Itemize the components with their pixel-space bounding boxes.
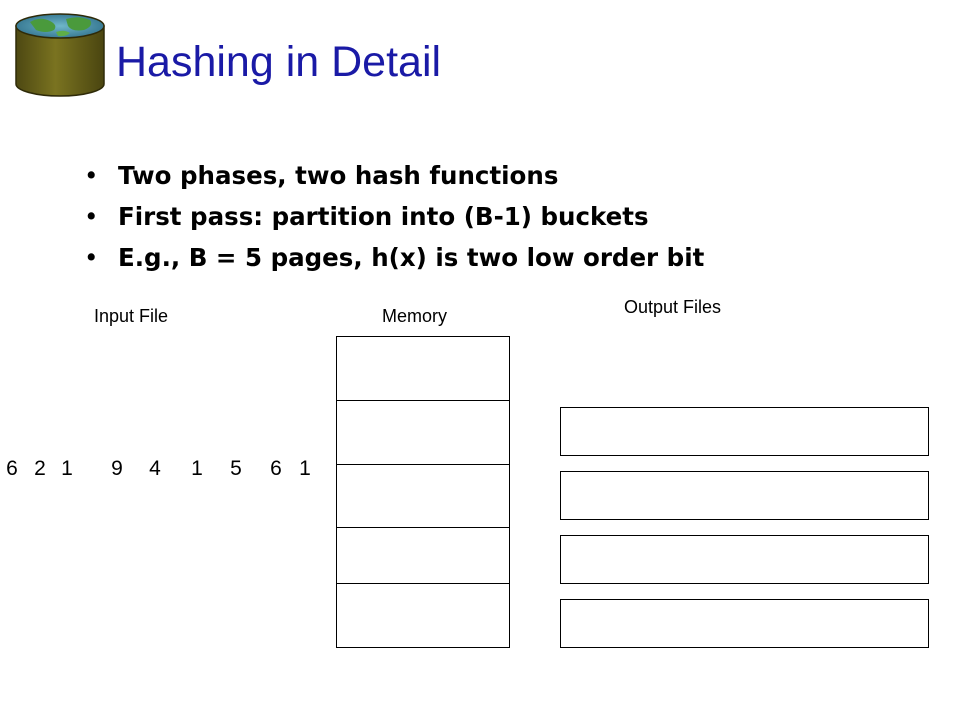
bullet-text: Two phases, two hash functions bbox=[118, 161, 559, 190]
memory-page bbox=[336, 400, 510, 465]
memory-label: Memory bbox=[382, 306, 448, 326]
bullet-marker: • bbox=[84, 161, 99, 190]
input-value: 6 bbox=[6, 457, 18, 480]
bullet-text: First pass: partition into (B-1) buckets bbox=[118, 202, 649, 231]
input-file-label: Input File bbox=[94, 306, 169, 326]
input-value: 5 bbox=[230, 457, 242, 480]
bullet-item: • E.g., B = 5 pages, h(x) is two low ord… bbox=[84, 237, 704, 278]
bullet-text: E.g., B = 5 pages, h(x) is two low order… bbox=[118, 243, 705, 272]
input-value: 9 bbox=[111, 457, 123, 480]
bullet-item: • First pass: partition into (B-1) bucke… bbox=[84, 196, 704, 237]
input-value: 2 bbox=[34, 457, 46, 480]
output-file bbox=[560, 599, 929, 648]
bullet-marker: • bbox=[84, 202, 99, 231]
input-value: 6 bbox=[270, 457, 282, 480]
memory-page bbox=[336, 527, 510, 584]
output-file bbox=[560, 535, 929, 584]
database-cylinder-icon bbox=[15, 13, 105, 97]
output-file bbox=[560, 471, 929, 520]
input-value: 1 bbox=[299, 457, 311, 480]
output-files-label: Output Files bbox=[624, 297, 722, 317]
bullet-marker: • bbox=[84, 243, 99, 272]
memory-page bbox=[336, 464, 510, 528]
input-value: 1 bbox=[191, 457, 203, 480]
input-value: 4 bbox=[149, 457, 161, 480]
bullet-item: • Two phases, two hash functions bbox=[84, 155, 704, 196]
memory-page bbox=[336, 583, 510, 648]
output-file bbox=[560, 407, 929, 456]
slide-title: Hashing in Detail bbox=[116, 38, 442, 86]
input-value: 1 bbox=[61, 457, 73, 480]
memory-page bbox=[336, 336, 510, 401]
bullet-list: • Two phases, two hash functions • First… bbox=[84, 155, 704, 278]
